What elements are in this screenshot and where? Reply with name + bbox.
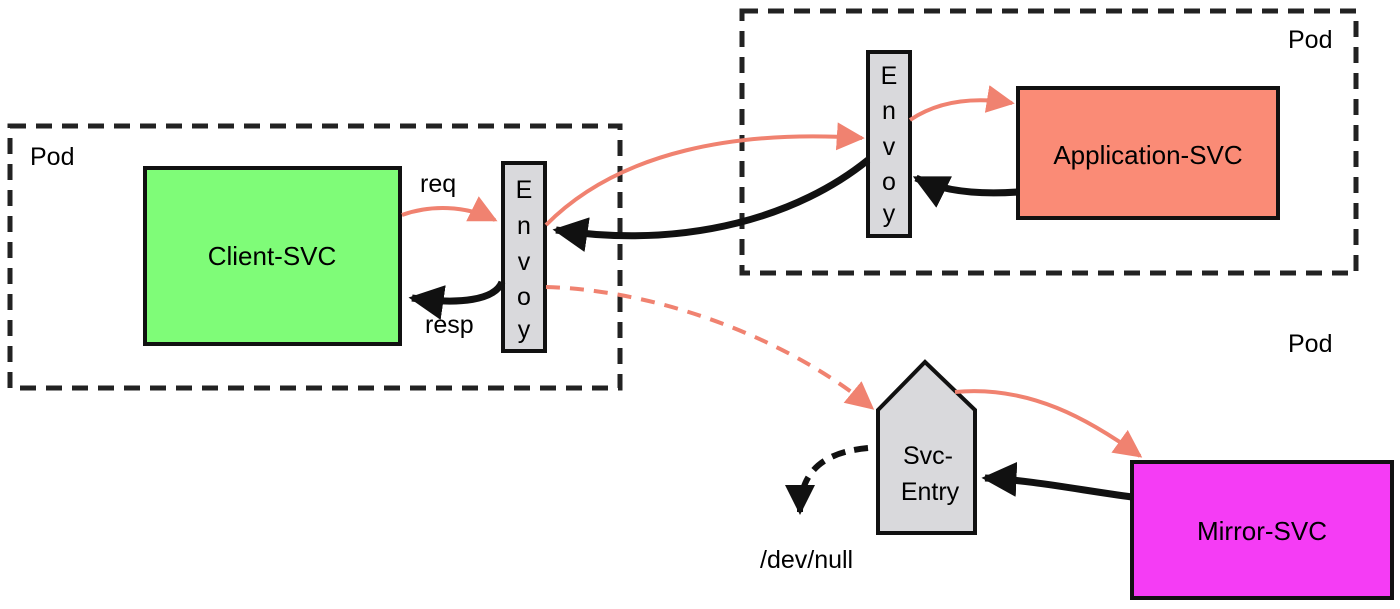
client-envoy-letter: n — [517, 212, 531, 240]
request-arrow-app-envoy-to-application — [908, 85, 1015, 122]
application-svc-box — [1016, 86, 1280, 220]
app-envoy-letter: v — [883, 133, 896, 161]
response-arrow-app-envoy-to-envoy — [552, 157, 871, 252]
client-envoy-sidecar: E n v o y — [501, 161, 547, 353]
request-arrow-envoy-to-app-envoy — [544, 122, 865, 227]
discard-arrow-to-dev-null — [785, 445, 869, 515]
response-label: resp — [425, 311, 474, 339]
client-svc-box — [143, 166, 402, 346]
app-envoy-letter: o — [882, 168, 896, 196]
response-arrow-application-to-app-envoy — [912, 174, 1019, 208]
app-pod-label: Pod — [1288, 26, 1332, 54]
client-envoy-letter: v — [518, 248, 531, 276]
request-arrow-service-entry-to-mirror — [954, 389, 1143, 458]
app-envoy-sidecar: E n v o y — [866, 50, 912, 238]
mirror-svc-box — [1130, 460, 1394, 600]
mirror-svc-label: Mirror-SVC — [1197, 516, 1327, 546]
request-arrow-client-to-envoy — [401, 196, 498, 222]
client-pod-boundary — [7, 123, 623, 391]
service-entry-node: Svc- Entry — [876, 359, 977, 535]
client-pod-label: Pod — [30, 143, 74, 171]
dev-null-label: /dev/null — [760, 546, 853, 574]
app-envoy-letter: E — [881, 62, 898, 90]
service-entry-label-line1: Svc- — [903, 442, 953, 470]
client-envoy-letter: o — [517, 283, 531, 311]
app-envoy-letter: y — [883, 200, 896, 228]
application-svc-label: Application-SVC — [1053, 140, 1242, 170]
response-arrow-mirror-to-service-entry — [981, 461, 1133, 501]
mirror-arrow-envoy-to-service-entry — [545, 285, 875, 410]
app-envoy-letter: n — [882, 97, 896, 125]
client-envoy-letter: y — [518, 316, 531, 344]
service-entry-label-line2: Entry — [901, 478, 960, 506]
client-svc-label: Client-SVC — [208, 241, 337, 271]
response-arrow-envoy-to-client — [408, 280, 506, 320]
client-envoy-letter: E — [516, 176, 533, 204]
request-label: req — [420, 170, 456, 198]
mirror-pod-label: Pod — [1288, 330, 1332, 358]
